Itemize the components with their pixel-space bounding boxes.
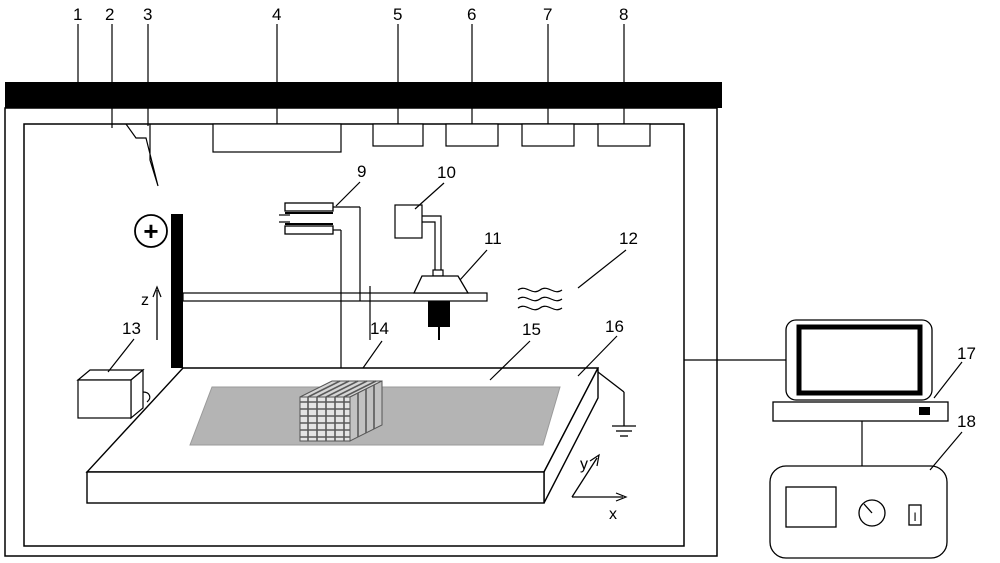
- label-16: 16: [605, 317, 624, 336]
- ceiling-unit-7: [521, 123, 575, 147]
- label-17: 17: [957, 344, 976, 363]
- label-10: 10: [437, 163, 456, 182]
- syringe-pump: [279, 202, 361, 378]
- label-2: 2: [105, 5, 114, 24]
- leader-15: [489, 340, 531, 381]
- sensor-bracket: [125, 123, 159, 187]
- x-axis-label: x: [609, 506, 617, 523]
- leader-10: [414, 182, 445, 210]
- leader-lines-top: [77, 24, 625, 128]
- positive-terminal-icon: [134, 214, 168, 248]
- label-3: 3: [143, 5, 152, 24]
- label-13: 13: [122, 319, 141, 338]
- label-9: 9: [357, 162, 366, 181]
- x-axis-arrowhead: [615, 492, 628, 502]
- ceiling-unit-8: [597, 123, 651, 147]
- label-1: 1: [73, 5, 82, 24]
- label-15: 15: [522, 320, 541, 339]
- electrode-plate: [171, 214, 183, 368]
- ground-icon: [597, 371, 636, 437]
- ceiling-unit-4: [212, 123, 342, 153]
- module-13: [76, 368, 151, 420]
- callout-labels: 1 2 3 4 5 6 7 8 9 10 11 12 13 14 15 16 1…: [73, 5, 976, 431]
- label-8: 8: [619, 5, 628, 24]
- y-axis-arrowhead: [589, 453, 600, 467]
- outer-chamber: [4, 107, 718, 557]
- horizontal-rail: [182, 292, 488, 302]
- y-axis-label: y: [580, 456, 588, 473]
- feed-tube-inner: [422, 221, 436, 276]
- ceiling-unit-6: [445, 123, 499, 147]
- computer: [772, 319, 949, 422]
- label-7: 7: [543, 5, 552, 24]
- z-axis-arrowhead: [152, 285, 162, 298]
- feed-tube-outer: [422, 215, 442, 276]
- leader-13: [107, 338, 135, 373]
- y-axis-arrow: [571, 457, 598, 498]
- leader-17: [933, 361, 963, 399]
- inner-chamber: [23, 123, 685, 547]
- controller: I: [769, 465, 948, 559]
- label-11: 11: [484, 229, 502, 248]
- leader-9: [335, 181, 361, 207]
- label-12: 12: [619, 229, 638, 248]
- switch-symbol: I: [913, 510, 916, 524]
- printed-scaffold: [299, 380, 383, 442]
- label-5: 5: [393, 5, 402, 24]
- label-4: 4: [272, 5, 281, 24]
- leader-16: [577, 335, 618, 377]
- heating-waves: [517, 287, 563, 311]
- print-head: [412, 269, 470, 340]
- label-6: 6: [467, 5, 476, 24]
- leader-12: [577, 249, 627, 289]
- leader-18: [929, 431, 963, 471]
- z-axis-label: z: [141, 292, 149, 309]
- label-18: 18: [957, 412, 976, 431]
- platform-slab-front: [86, 471, 545, 504]
- leader-11: [459, 249, 488, 281]
- label-14: 14: [370, 319, 389, 338]
- positive-terminal-symbol: +: [143, 216, 158, 246]
- reservoir-box: [394, 204, 423, 239]
- top-frame-bar: [5, 82, 722, 108]
- ceiling-unit-5: [372, 123, 424, 147]
